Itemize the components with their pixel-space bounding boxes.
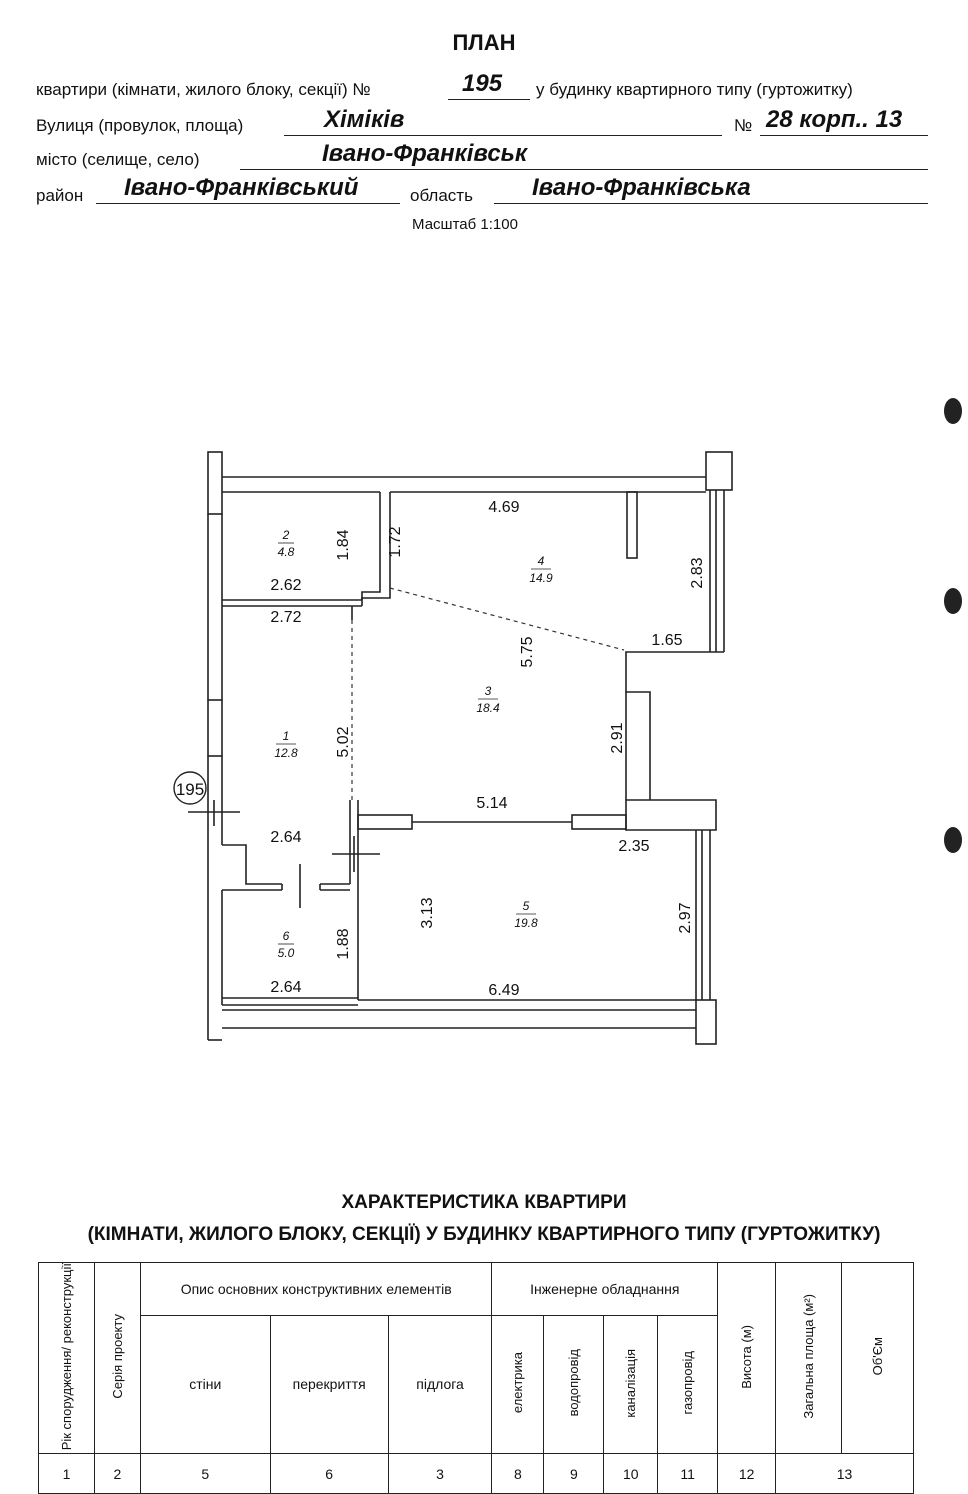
apartment-marker-circle [173,771,207,805]
col-sewer-header: каналізація [603,1314,659,1455]
house-no-label: № [734,116,753,135]
house-no-underline [760,135,928,136]
wall-window-segment [207,699,223,757]
room-2-number: 2 [282,528,290,542]
col-electric-header: електрика [491,1314,545,1455]
col-gas-header: газопровід [657,1314,719,1455]
room-3-number: 3 [485,684,492,698]
dimension-label: 5.14 [476,795,507,812]
room-1-area: 12.8 [274,746,298,760]
col-number: 2 [93,1453,141,1494]
zone-divider-dashed [389,587,625,651]
col-number: 8 [491,1453,545,1494]
apartment-number: 195 [462,70,503,97]
region-value: Івано-Франківська [532,174,751,201]
building-type-label: у будинку квартирного типу (гуртожитку) [536,80,853,99]
room-6-number: 6 [283,929,290,943]
floor-plan: 195 2 4.8 4 14.9 3 18.4 1 12.8 5 19.8 6 … [173,451,733,1045]
binder-hole [944,588,962,614]
room-4-area: 14.9 [529,571,553,585]
col-series-header: Серія проекту [93,1261,141,1455]
dimension-label: 2.72 [270,609,301,626]
region-underline [494,203,928,204]
dimension-label: 1.88 [335,928,352,959]
district-label: район [36,186,84,205]
engineering-group-header: Інженерне обладнання [491,1262,719,1316]
col-number: 9 [543,1453,605,1494]
street-label: Вулиця (провулок, площа) [36,116,244,135]
col-number: 6 [269,1453,389,1494]
district-value: Івано-Франківський [124,174,359,201]
binder-hole [944,827,962,853]
street-value: Хіміків [324,106,405,133]
col-year-header: Рік спорудження/ реконструкції [38,1261,95,1455]
apartment-marker: 195 [176,780,204,799]
col-ceilings-header: перекриття [269,1314,389,1455]
col-area-header: Загальна площа (м²) [775,1261,843,1455]
structure-group-header: Опис основних конструктивних елементів [139,1262,493,1316]
binder-hole [944,398,962,424]
room-4-number: 4 [538,554,545,568]
col-number: 1 [38,1453,95,1494]
dimension-label: 3.13 [419,897,436,928]
dimension-label: 4.69 [488,499,519,516]
col-water-header: водопровід [543,1314,605,1455]
dimension-label: 2.97 [677,902,694,933]
city-value: Івано-Франківськ [322,140,528,167]
room-6-area: 5.0 [278,946,295,960]
city-label: місто (селище, село) [36,150,200,169]
room-1-number: 1 [283,729,290,743]
dimension-label: 1.84 [335,529,352,560]
col-number: 12 [717,1453,777,1494]
scale-label: Масштаб 1:100 [412,216,518,233]
dimension-label: 5.02 [335,726,352,757]
dimension-label: 1.65 [651,632,682,649]
dimension-label: 2.64 [270,979,301,996]
room-2-area: 4.8 [278,545,295,559]
dimension-label: 2.35 [618,838,649,855]
apartment-label: квартири (кімнати, жилого блоку, секції)… [36,80,371,99]
col-number: 11 [657,1453,719,1494]
characteristics-title: ХАРАКТЕРИСТИКА КВАРТИРИ [341,1192,627,1213]
col-number: 10 [603,1453,659,1494]
col-number: 5 [139,1453,271,1494]
house-no-value: 28 корп.. 13 [766,106,903,133]
dimension-label: 5.75 [519,636,536,667]
characteristics-subtitle: (КІМНАТИ, ЖИЛОГО БЛОКУ, СЕКЦІЇ) У БУДИНК… [87,1224,881,1245]
room-3-area: 18.4 [476,701,500,715]
dimension-label: 6.49 [488,982,519,999]
region-label: область [410,186,473,205]
district-underline [96,203,400,204]
dimension-label: 2.91 [609,722,626,753]
col-height-header: Висота (м) [717,1261,777,1455]
room-5-area: 19.8 [514,916,538,930]
dimension-label: 2.83 [689,557,706,588]
page-title: ПЛАН [452,30,516,55]
characteristics-table: Рік спорудження/ реконструкції Серія про… [38,1261,914,1494]
city-underline [240,169,928,170]
dimension-label: 1.72 [387,526,404,557]
col-number: 3 [387,1453,493,1494]
dimension-label: 2.62 [270,577,301,594]
dimension-label: 2.64 [270,829,301,846]
col-volume-header: Об'Єм [841,1261,914,1455]
room-5-number: 5 [523,899,530,913]
col-number: 13 [775,1453,914,1494]
street-underline [284,135,722,136]
apartment-no-underline [448,99,530,100]
wall-window-segment [207,451,223,515]
col-walls-header: стіни [139,1314,271,1455]
col-floor-header: підлога [387,1314,493,1455]
